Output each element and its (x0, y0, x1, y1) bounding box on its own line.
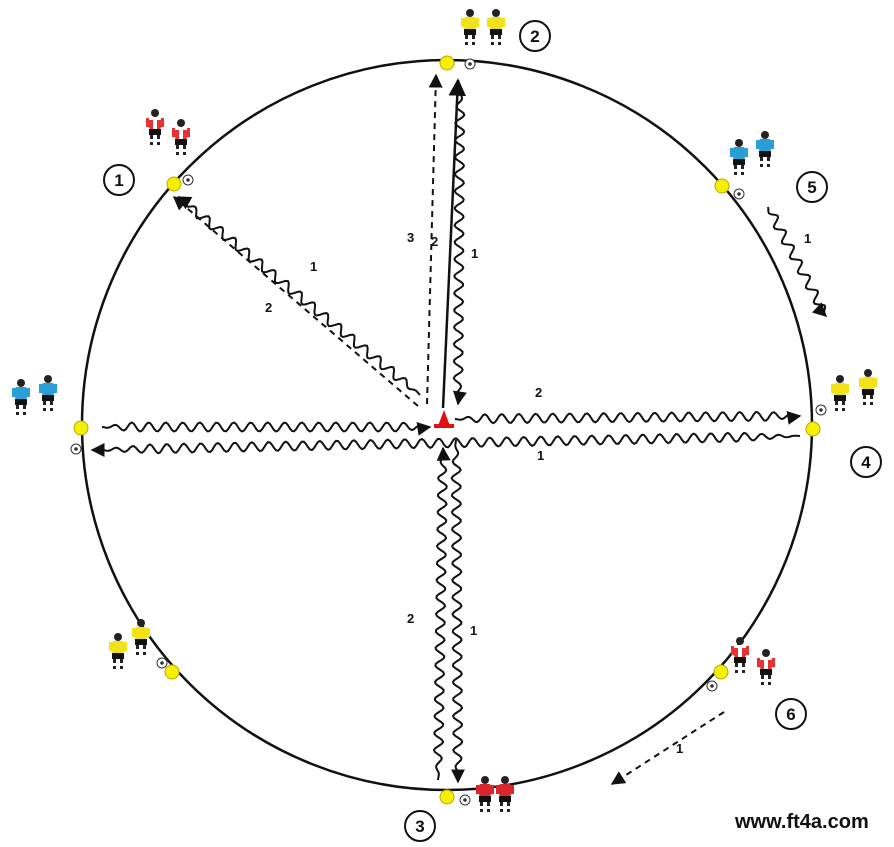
player-figure-icon (172, 119, 190, 155)
player-group-station5 (730, 131, 774, 199)
football-icon (71, 444, 81, 454)
player-group-left (12, 375, 81, 454)
dribble-run-horizontal-left (92, 433, 800, 453)
player-figure-icon (496, 776, 514, 812)
station-number-6: 6 (776, 699, 806, 729)
cone-marker-icon (440, 790, 454, 804)
run-label-station3-1: 1 (470, 623, 477, 638)
movement-paths (92, 75, 826, 784)
player-figure-icon (146, 109, 164, 145)
run-label-station3-2: 2 (407, 611, 414, 626)
watermark-text: www.ft4a.com (734, 811, 869, 833)
station-number-1: 1 (104, 165, 134, 195)
player-figure-icon (859, 369, 877, 405)
player-group-station6 (707, 637, 775, 691)
run-label-station1-dribble: 1 (310, 259, 317, 274)
pass-arrow-station6 (612, 712, 724, 784)
player-figure-icon (757, 649, 775, 685)
run-label-horizontal-2: 2 (535, 385, 542, 400)
station-number-3-label: 3 (415, 817, 424, 836)
dribble-run-station5 (768, 207, 826, 316)
dribble-run-horizontal-right (455, 412, 800, 423)
station-number-6-label: 6 (786, 705, 795, 724)
player-figure-icon (730, 139, 748, 175)
station-number-3: 3 (405, 811, 435, 841)
player-figure-icon (12, 379, 30, 415)
player-group-station3 (460, 776, 514, 812)
station-number-4: 4 (851, 447, 881, 477)
center-cone-icon (434, 410, 454, 428)
dribble-run-station3-up (434, 448, 447, 780)
player-figure-icon (731, 637, 749, 673)
station-number-4-label: 4 (861, 453, 871, 472)
player-group-station4 (816, 369, 877, 415)
player-figure-icon (756, 131, 774, 167)
cone-marker-icon (167, 177, 181, 191)
football-icon (157, 658, 167, 668)
cone-marker-icon (74, 421, 88, 435)
cone-marker-icon (714, 665, 728, 679)
dribble-run-left-outward (102, 423, 430, 432)
station-number-2-label: 2 (530, 27, 539, 46)
run-label-station5-1: 1 (804, 231, 811, 246)
run-label-station2-1: 1 (471, 246, 478, 261)
cone-marker-icon (715, 179, 729, 193)
player-group-lower-left (109, 619, 167, 669)
football-icon (734, 189, 744, 199)
player-figure-icon (132, 619, 150, 655)
player-figure-icon (487, 9, 505, 45)
station-number-5-label: 5 (807, 178, 816, 197)
player-figure-icon (109, 633, 127, 669)
dribble-run-station1 (178, 197, 420, 395)
cone-marker-icon (806, 422, 820, 436)
station-number-5: 5 (797, 172, 827, 202)
player-group-station1 (146, 109, 193, 185)
station-number-1-label: 1 (114, 171, 123, 190)
football-icon (816, 405, 826, 415)
player-figure-icon (39, 375, 57, 411)
run-label-station2-2: 2 (431, 234, 438, 249)
player-figure-icon (476, 776, 494, 812)
run-label-station1-pass: 2 (265, 300, 272, 315)
player-group-station2 (461, 9, 505, 69)
football-icon (465, 59, 475, 69)
cone-marker-icon (440, 56, 454, 70)
run-label-station2-3: 3 (407, 230, 414, 245)
station-number-2: 2 (520, 21, 550, 51)
cone-marker-icon (165, 665, 179, 679)
player-figure-icon (831, 375, 849, 411)
player-groups (12, 9, 877, 812)
football-icon (183, 175, 193, 185)
run-label-horizontal-1: 1 (537, 448, 544, 463)
run-label-station6-1: 1 (676, 741, 683, 756)
dribble-run-station3-down (452, 440, 463, 782)
player-figure-icon (461, 9, 479, 45)
football-icon (460, 795, 470, 805)
football-icon (707, 681, 717, 691)
